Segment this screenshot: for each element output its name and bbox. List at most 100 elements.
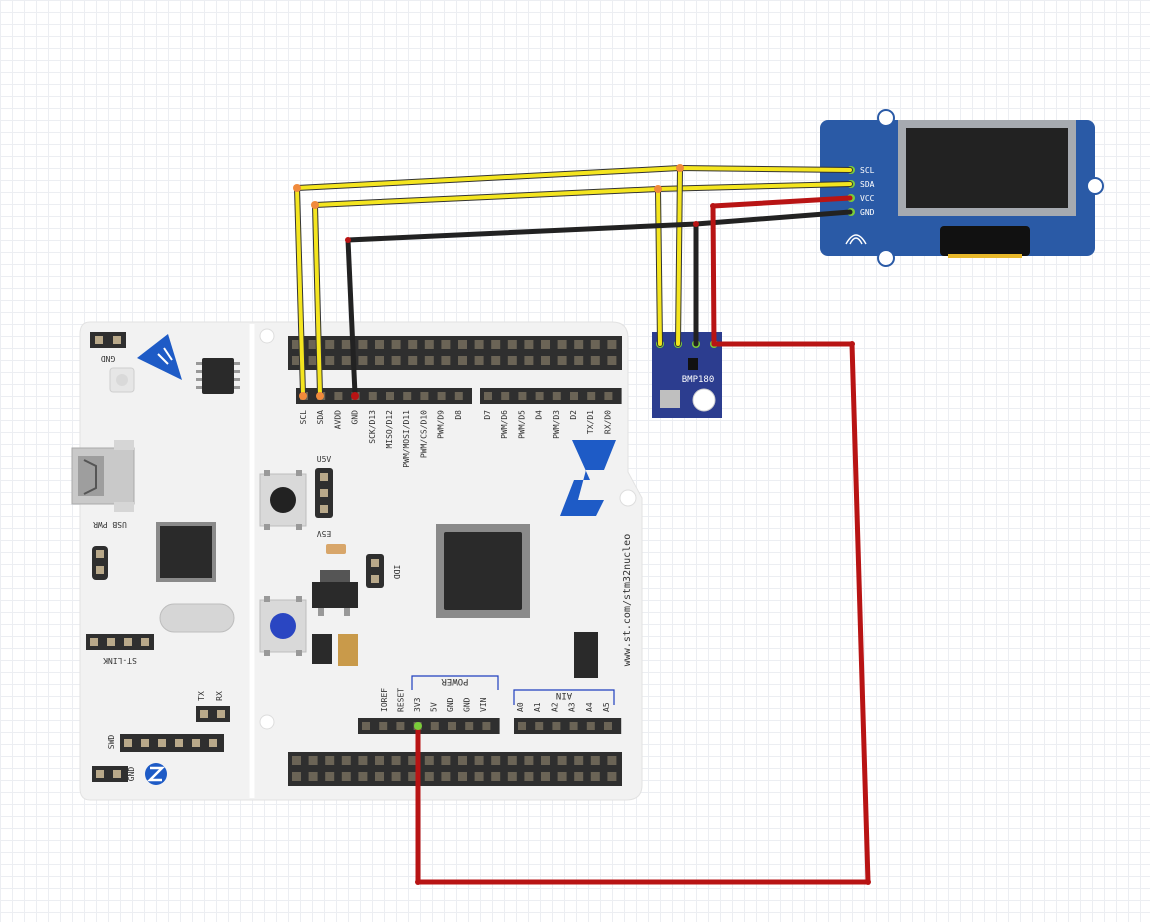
header-pin[interactable]	[474, 772, 484, 781]
header-pin[interactable]	[375, 356, 384, 365]
header-pin[interactable]	[403, 392, 412, 400]
header-pin[interactable]	[325, 772, 335, 781]
header-pin[interactable]	[308, 356, 318, 365]
header-pin[interactable]	[458, 756, 467, 765]
header-pin[interactable]	[569, 722, 578, 730]
header-pin[interactable]	[607, 756, 617, 765]
header-pin[interactable]	[590, 772, 600, 781]
header-pin[interactable]	[430, 722, 439, 730]
header-pin[interactable]	[491, 340, 501, 349]
header-pin[interactable]	[541, 756, 550, 765]
header-pin[interactable]	[408, 340, 418, 349]
header-pin[interactable]	[391, 772, 401, 781]
header-pin[interactable]	[308, 772, 318, 781]
header-pin[interactable]	[408, 356, 418, 365]
header-pin[interactable]	[604, 722, 612, 730]
header-pin[interactable]	[557, 756, 567, 765]
header-pin[interactable]	[396, 722, 405, 730]
header-pin[interactable]	[292, 356, 301, 365]
header-pin[interactable]	[308, 756, 318, 765]
header-pin[interactable]	[334, 392, 343, 400]
header-pin[interactable]	[474, 356, 484, 365]
header-pin[interactable]	[325, 356, 335, 365]
header-pin[interactable]	[341, 356, 351, 365]
header-pin[interactable]	[341, 340, 351, 349]
header-pin[interactable]	[524, 356, 534, 365]
header-pin[interactable]	[535, 392, 544, 400]
header-pin[interactable]	[362, 722, 370, 730]
header-pin[interactable]	[292, 756, 301, 765]
header-pin[interactable]	[587, 392, 596, 400]
header-pin[interactable]	[507, 756, 517, 765]
header-pin[interactable]	[441, 356, 451, 365]
header-pin[interactable]	[341, 772, 351, 781]
header-pin[interactable]	[424, 772, 434, 781]
header-pin[interactable]	[557, 356, 567, 365]
header-pin[interactable]	[491, 756, 501, 765]
header-pin[interactable]	[375, 756, 384, 765]
header-pin[interactable]	[474, 756, 484, 765]
header-pin[interactable]	[454, 392, 463, 400]
header-pin[interactable]	[358, 772, 368, 781]
header-pin[interactable]	[604, 392, 613, 400]
header-pin[interactable]	[391, 356, 401, 365]
header-pin[interactable]	[458, 356, 467, 365]
header-pin[interactable]	[358, 756, 368, 765]
header-pin[interactable]	[574, 340, 584, 349]
header-pin[interactable]	[308, 340, 318, 349]
header-pin[interactable]	[518, 392, 527, 400]
jumper-left[interactable]	[92, 546, 108, 580]
header-pin[interactable]	[557, 772, 567, 781]
header-pin[interactable]	[524, 772, 534, 781]
header-pin[interactable]	[541, 772, 550, 781]
header-pin[interactable]	[590, 356, 600, 365]
header-pin[interactable]	[518, 722, 526, 730]
header-pin[interactable]	[292, 772, 301, 781]
reset-button[interactable]	[259, 470, 307, 530]
header-pin[interactable]	[574, 756, 584, 765]
header-pin[interactable]	[358, 340, 368, 349]
header-pin[interactable]	[458, 772, 467, 781]
header-pin[interactable]	[325, 340, 335, 349]
header-pin[interactable]	[557, 340, 567, 349]
power-select-jumper[interactable]	[315, 468, 333, 518]
header-pin[interactable]	[482, 722, 491, 730]
header-pin[interactable]	[441, 772, 451, 781]
header-pin[interactable]	[501, 392, 510, 400]
header-pin[interactable]	[325, 756, 335, 765]
header-pin[interactable]	[368, 392, 377, 400]
header-pin[interactable]	[491, 356, 501, 365]
header-pin[interactable]	[524, 340, 534, 349]
header-pin[interactable]	[379, 722, 388, 730]
header-pin[interactable]	[590, 756, 600, 765]
header-pin[interactable]	[448, 722, 456, 730]
header-pin[interactable]	[574, 772, 584, 781]
header-pin[interactable]	[408, 756, 418, 765]
header-pin[interactable]	[607, 356, 617, 365]
header-pin[interactable]	[375, 340, 384, 349]
header-pin[interactable]	[474, 340, 484, 349]
header-pin[interactable]	[590, 340, 600, 349]
header-pin[interactable]	[358, 356, 368, 365]
header-pin[interactable]	[375, 772, 384, 781]
header-pin[interactable]	[507, 772, 517, 781]
header-pin[interactable]	[607, 772, 617, 781]
usb-connector[interactable]	[71, 440, 135, 512]
header-pin[interactable]	[607, 340, 617, 349]
header-pin[interactable]	[408, 772, 418, 781]
header-pin[interactable]	[424, 756, 434, 765]
header-pin[interactable]	[465, 722, 474, 730]
user-button[interactable]	[259, 596, 307, 656]
header-pin[interactable]	[535, 722, 544, 730]
header-pin[interactable]	[458, 340, 467, 349]
idd-jumper[interactable]	[366, 554, 384, 588]
header-pin[interactable]	[484, 392, 492, 400]
header-pin[interactable]	[574, 356, 584, 365]
header-pin[interactable]	[386, 392, 394, 400]
header-pin[interactable]	[391, 340, 401, 349]
header-pin[interactable]	[541, 340, 550, 349]
header-pin[interactable]	[541, 356, 550, 365]
header-pin[interactable]	[507, 340, 517, 349]
header-pin[interactable]	[524, 756, 534, 765]
header-pin[interactable]	[491, 772, 501, 781]
